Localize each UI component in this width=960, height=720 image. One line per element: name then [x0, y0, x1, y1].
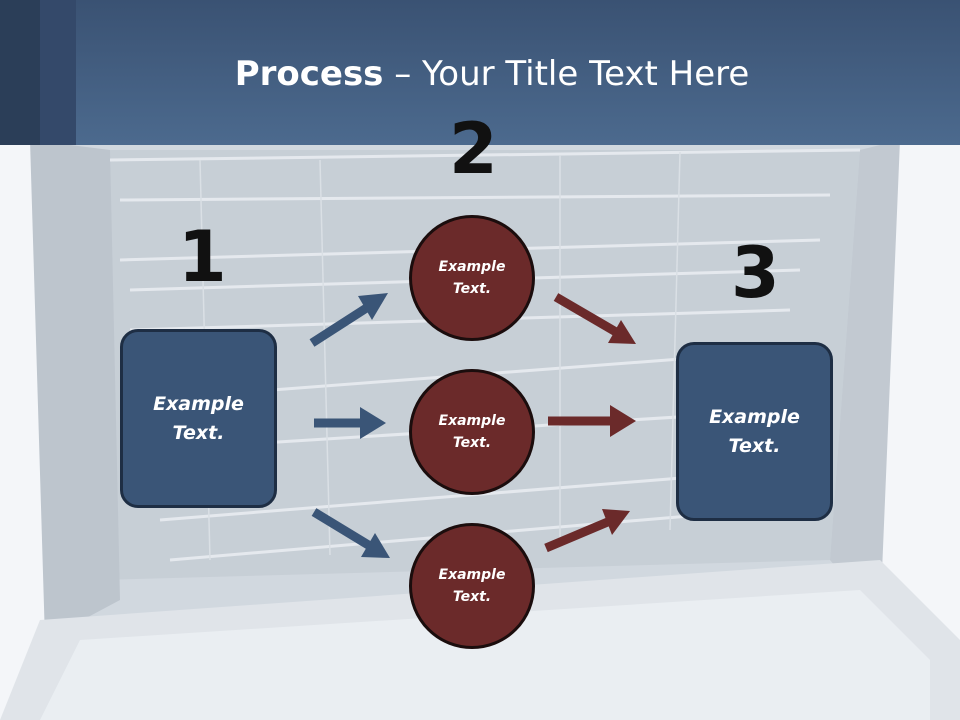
step-2-circle-bottom[interactable]: Example Text. [409, 523, 535, 649]
step-number-3: 3 [731, 232, 780, 314]
step-3-box[interactable]: Example Text. [676, 342, 833, 521]
title-bar-accent-secondary [40, 0, 76, 145]
step-3-box-text: Example Text. [709, 406, 800, 457]
title-bar: Process – Your Title Text Here [0, 0, 960, 145]
slide-title-rest: – Your Title Text Here [383, 54, 750, 94]
circle-bottom-text: Example Text. [438, 566, 506, 605]
step-2-circle-top[interactable]: Example Text. [409, 215, 535, 341]
step-1-box[interactable]: Example Text. [120, 329, 277, 508]
circle-top-text: Example Text. [438, 258, 506, 297]
title-bar-accent [0, 0, 40, 145]
step-number-1: 1 [178, 216, 227, 298]
circle-middle-text: Example Text. [438, 412, 506, 451]
step-2-circle-middle[interactable]: Example Text. [409, 369, 535, 495]
step-number-2: 2 [449, 108, 498, 190]
slide-title-bold: Process [234, 54, 384, 94]
step-1-box-text: Example Text. [153, 393, 244, 444]
slide-title: Process – Your Title Text Here [0, 54, 960, 94]
